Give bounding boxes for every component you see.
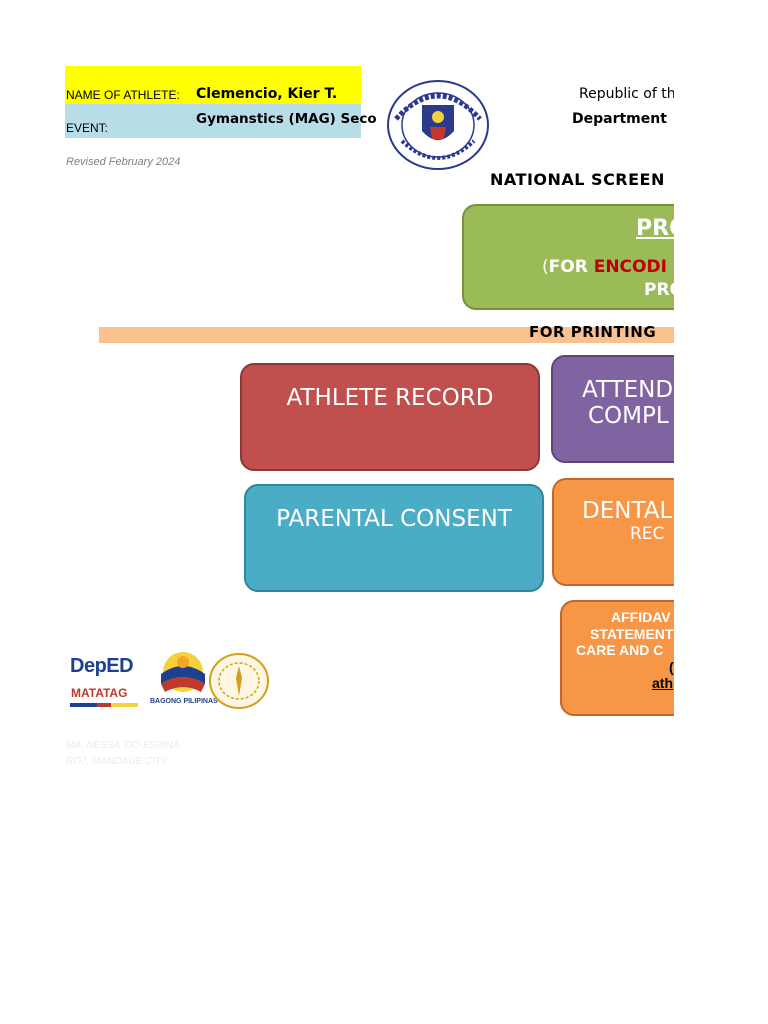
deped-seal-icon <box>387 80 489 170</box>
bagong-pilipinas-logo: BAGONG PILIPINAS <box>148 648 218 710</box>
national-screening-title: NATIONAL SCREEN <box>490 170 665 189</box>
dental-record-button[interactable]: DENTAL REC <box>552 478 674 586</box>
athlete-name-row <box>65 66 361 104</box>
procedure-box[interactable]: PRO (FOR ENCODI PRO <box>462 204 674 310</box>
event-row <box>65 104 361 138</box>
deped-matatag-logo: DepED MATATAG <box>68 650 142 710</box>
dental-label-line2: REC <box>630 524 665 544</box>
bagong-pilipinas-text: BAGONG PILIPINAS <box>150 698 218 705</box>
department-text: Department <box>572 111 667 127</box>
for-word: FOR <box>548 257 594 277</box>
dental-label-line1: DENTAL <box>582 498 673 524</box>
affidavit-line3: CARE AND C <box>576 642 664 658</box>
deped-logo-text: DepED <box>70 655 134 677</box>
footer-author: MA. NESSA TIO-ESPINA <box>66 740 180 751</box>
affidavit-line2: STATEMENT <box>590 626 674 642</box>
athlete-record-button[interactable]: ATHLETE RECORD <box>240 363 540 471</box>
procedure-title: PRO <box>636 216 674 241</box>
athlete-record-label: ATHLETE RECORD <box>286 385 494 411</box>
procedure-line2: PRO <box>644 280 674 300</box>
printing-bar-label: FOR PRINTING <box>529 323 657 341</box>
revised-date: Revised February 2024 <box>66 156 181 168</box>
bagong-pilipinas-icon <box>161 652 205 692</box>
event-label: EVENT: <box>66 121 109 135</box>
affidavit-line1: AFFIDAV <box>611 609 671 625</box>
matatag-stripe <box>70 703 138 707</box>
footer-office: RO7, MANDAUE CITY <box>66 756 168 767</box>
affidavit-line5: ath <box>652 675 673 691</box>
attendance-label-line2: COMPL <box>588 403 669 429</box>
athlete-name-value[interactable]: Clemencio, Kier T. <box>196 86 338 102</box>
affidavit-button[interactable]: AFFIDAV STATEMENT CARE AND C ( ath <box>560 600 674 716</box>
open-paren: ( <box>542 257 549 277</box>
parental-consent-button[interactable]: PARENTAL CONSENT <box>244 484 544 592</box>
event-value[interactable]: Gymanstics (MAG) Seco <box>196 111 377 127</box>
affidavit-line4: ( <box>669 659 674 675</box>
procedure-subtitle: (FOR ENCODI <box>542 257 667 277</box>
athlete-name-label: NAME OF ATHLETE: <box>66 88 180 102</box>
attendance-button[interactable]: ATTEND COMPL <box>551 355 674 463</box>
matatag-logo-text: MATATAG <box>71 686 128 700</box>
encode-word: ENCODI <box>593 257 667 277</box>
attendance-label-line1: ATTEND <box>582 377 674 403</box>
sheet-viewport: NAME OF ATHLETE: Clemencio, Kier T. EVEN… <box>65 66 674 767</box>
republic-text: Republic of th <box>579 86 674 102</box>
parental-consent-label: PARENTAL CONSENT <box>276 506 512 532</box>
printing-bar <box>99 327 674 343</box>
palarong-seal-icon <box>209 653 269 709</box>
